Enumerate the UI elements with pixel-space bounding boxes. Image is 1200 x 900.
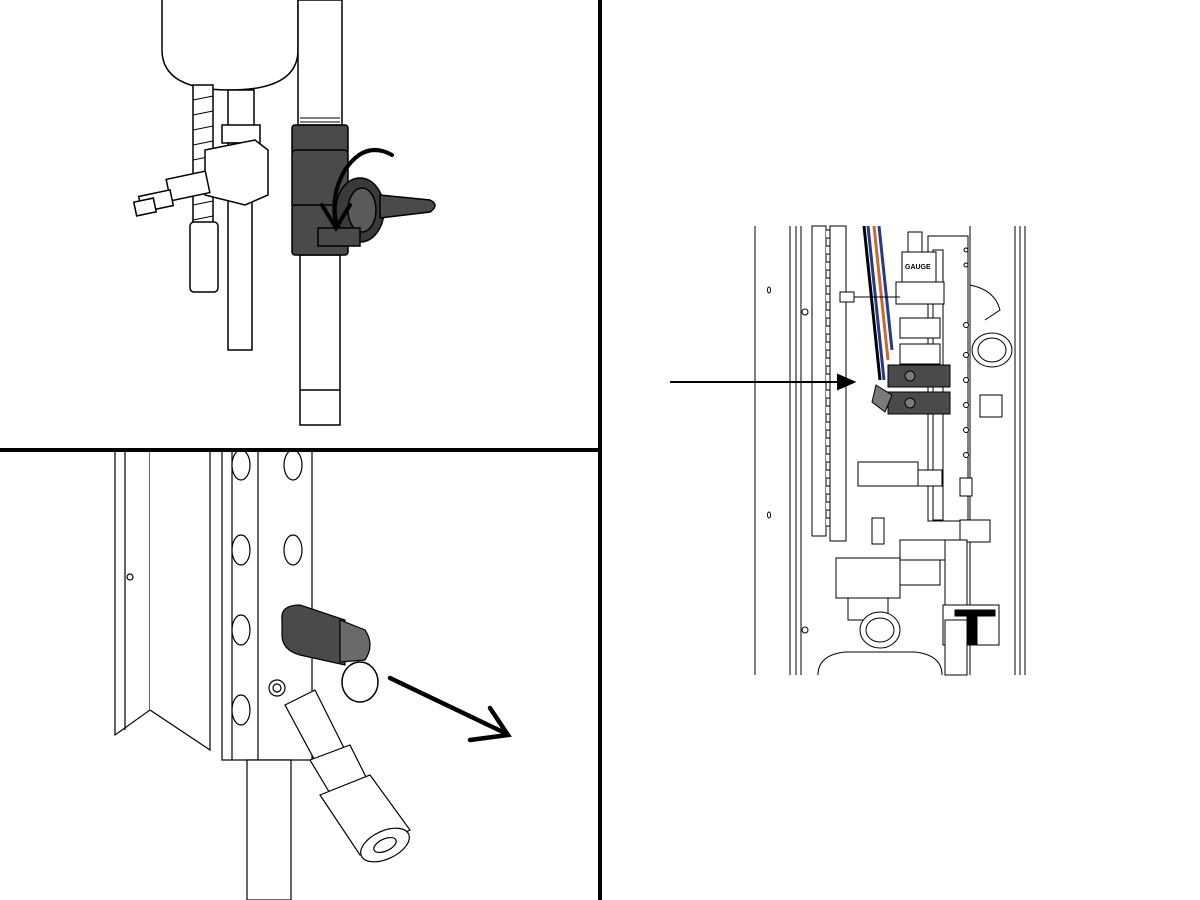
- side-handle: [132, 197, 158, 217]
- curved-arrow-icon: [320, 148, 394, 232]
- valve-lever: [379, 194, 436, 219]
- solenoid-valves: [871, 317, 951, 415]
- overview-illustration: GAUGE: [670, 225, 1026, 676]
- lower-valve: [857, 461, 919, 487]
- dust-plug: [281, 604, 371, 666]
- tank-body: [161, 0, 299, 91]
- coupling-detail-panel: [0, 450, 600, 900]
- hose-bundle: [862, 225, 894, 381]
- panel-divider-horizontal: [0, 448, 600, 452]
- back-channel: [114, 450, 151, 737]
- lower-fitting: [189, 221, 219, 293]
- pull-ring: [341, 661, 379, 703]
- arrow-down-right-icon: [387, 675, 512, 743]
- selected-valve-upper: [887, 364, 951, 388]
- overview-panel: GAUGE: [600, 0, 1200, 900]
- lower-pipe: [246, 759, 292, 900]
- valve-illustration: [132, 0, 436, 426]
- panel-divider-vertical: [598, 0, 602, 900]
- ball-valve: [291, 124, 436, 256]
- arrow-right-icon: [670, 373, 857, 391]
- valve-detail-panel: [0, 0, 600, 450]
- right-pipe-lower: [299, 254, 341, 426]
- center-pipe: [227, 199, 253, 351]
- selected-valve-lower: [887, 391, 951, 415]
- tee-block: [204, 139, 269, 206]
- coupling-illustration: [114, 450, 512, 900]
- lower-valve-cluster: [817, 517, 951, 676]
- pressure-regulator: GAUGE: [839, 231, 945, 305]
- gauge-label: GAUGE: [905, 264, 931, 271]
- right-lower-pipe: [942, 539, 1000, 676]
- coupler-assembly: [284, 689, 411, 863]
- right-pipe: [297, 0, 343, 126]
- side-fittings: [857, 284, 1013, 543]
